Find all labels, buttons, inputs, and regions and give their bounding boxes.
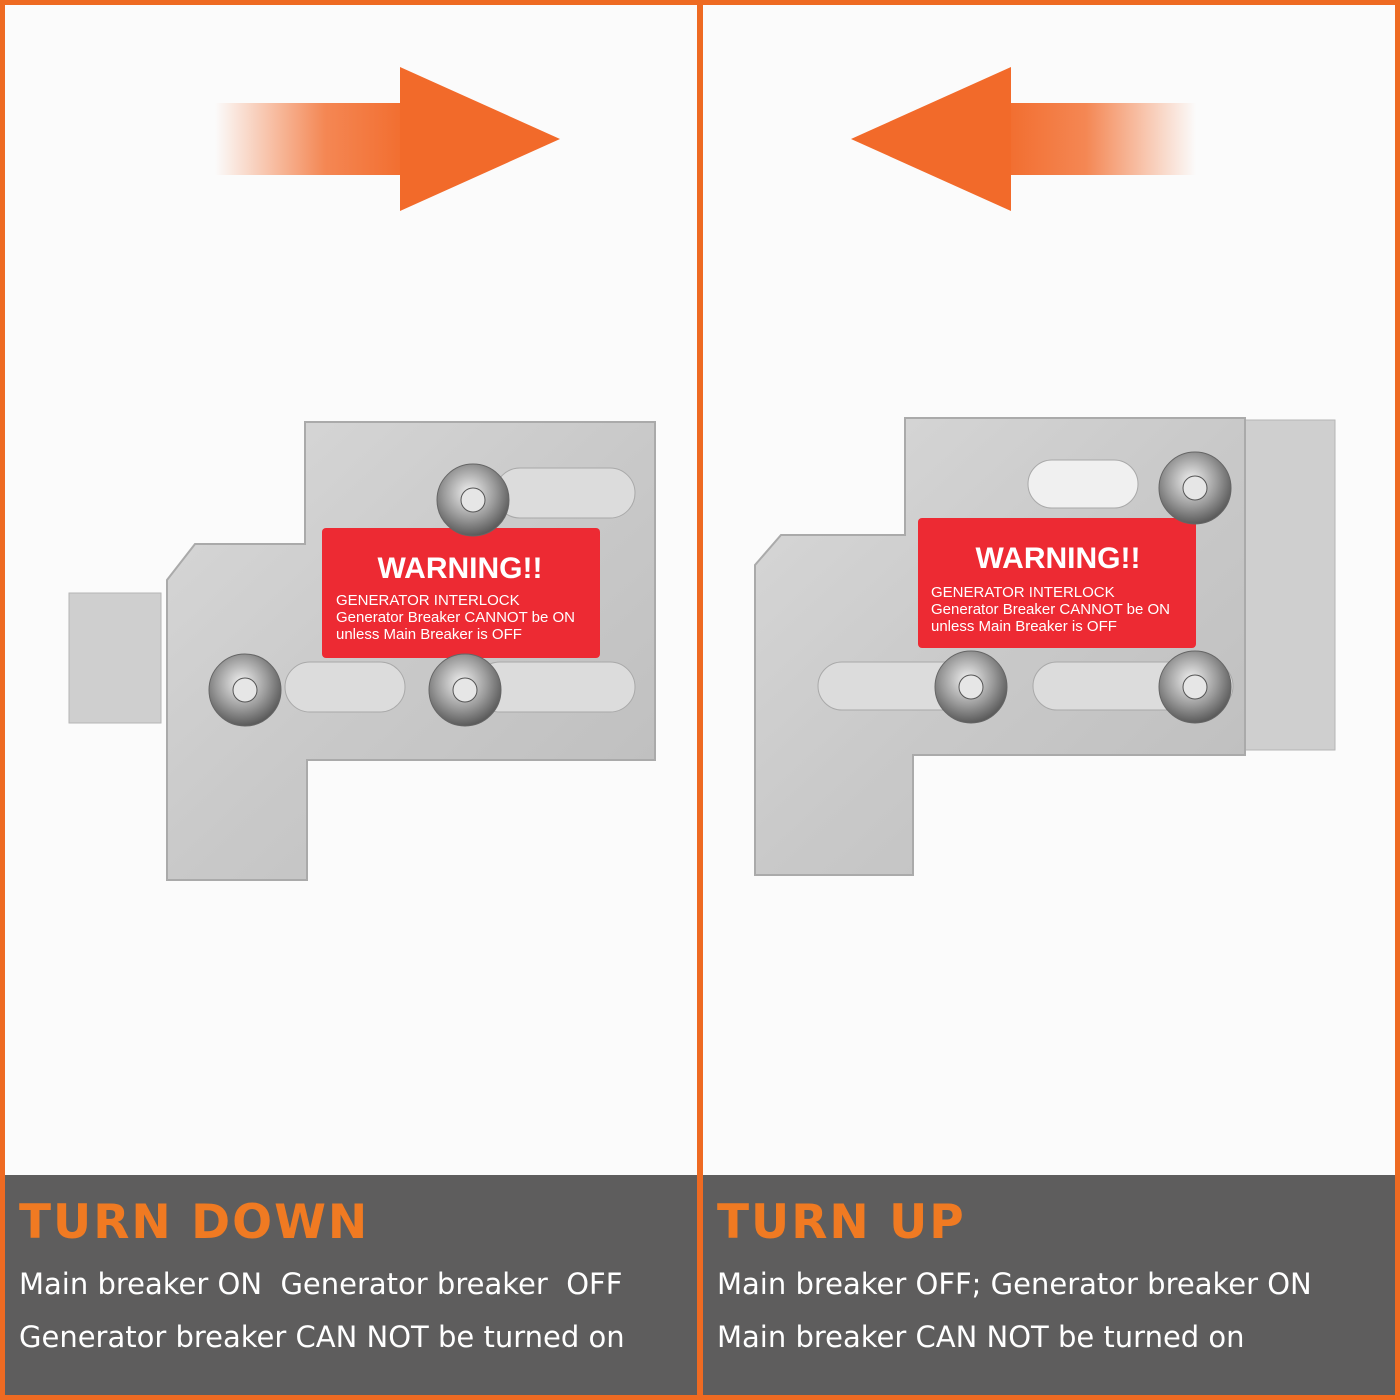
caption-turn-down: TURN DOWN Main breaker ON Generator brea… bbox=[5, 1175, 697, 1395]
warning-line-3: unless Main Breaker is OFF bbox=[336, 626, 522, 643]
panel-turn-down: WARNING!! GENERATOR INTERLOCK Generator … bbox=[5, 5, 697, 1395]
warning-label bbox=[918, 518, 1196, 648]
caption-line-1: Main breaker ON Generator breaker OFF bbox=[19, 1267, 623, 1301]
wing-nut-icon bbox=[428, 653, 502, 727]
arrow-right-icon bbox=[215, 67, 560, 211]
warning-line-2: Generator Breaker CANNOT be ON bbox=[931, 601, 1170, 618]
warning-line-2: Generator Breaker CANNOT be ON bbox=[336, 609, 575, 626]
caption-line-1: Main breaker OFF; Generator breaker ON bbox=[717, 1267, 1312, 1301]
caption-title: TURN DOWN bbox=[19, 1195, 370, 1250]
wing-nut-icon bbox=[436, 463, 510, 537]
wing-nut-icon bbox=[934, 650, 1008, 724]
caption-title: TURN UP bbox=[717, 1195, 966, 1250]
caption-line-2: Main breaker CAN NOT be turned on bbox=[717, 1320, 1245, 1354]
interlock-plate-image: WARNING!! GENERATOR INTERLOCK Generator … bbox=[754, 417, 1336, 876]
panel-turn-up: WARNING!! GENERATOR INTERLOCK Generator … bbox=[703, 5, 1395, 1395]
warning-line-1: GENERATOR INTERLOCK bbox=[336, 592, 520, 609]
warning-title: WARNING!! bbox=[378, 552, 543, 585]
wing-nut-icon bbox=[208, 653, 282, 727]
warning-title: WARNING!! bbox=[976, 542, 1141, 575]
warning-label bbox=[322, 528, 600, 658]
caption-line-2: Generator breaker CAN NOT be turned on bbox=[19, 1320, 625, 1354]
arrow-left-icon bbox=[851, 67, 1196, 211]
warning-line-3: unless Main Breaker is OFF bbox=[931, 618, 1117, 635]
warning-line-1: GENERATOR INTERLOCK bbox=[931, 584, 1115, 601]
caption-turn-up: TURN UP Main breaker OFF; Generator brea… bbox=[703, 1175, 1395, 1395]
wing-nut-icon bbox=[1158, 451, 1232, 525]
wing-nut-icon bbox=[1158, 650, 1232, 724]
interlock-plate-image: WARNING!! GENERATOR INTERLOCK Generator … bbox=[68, 421, 656, 881]
